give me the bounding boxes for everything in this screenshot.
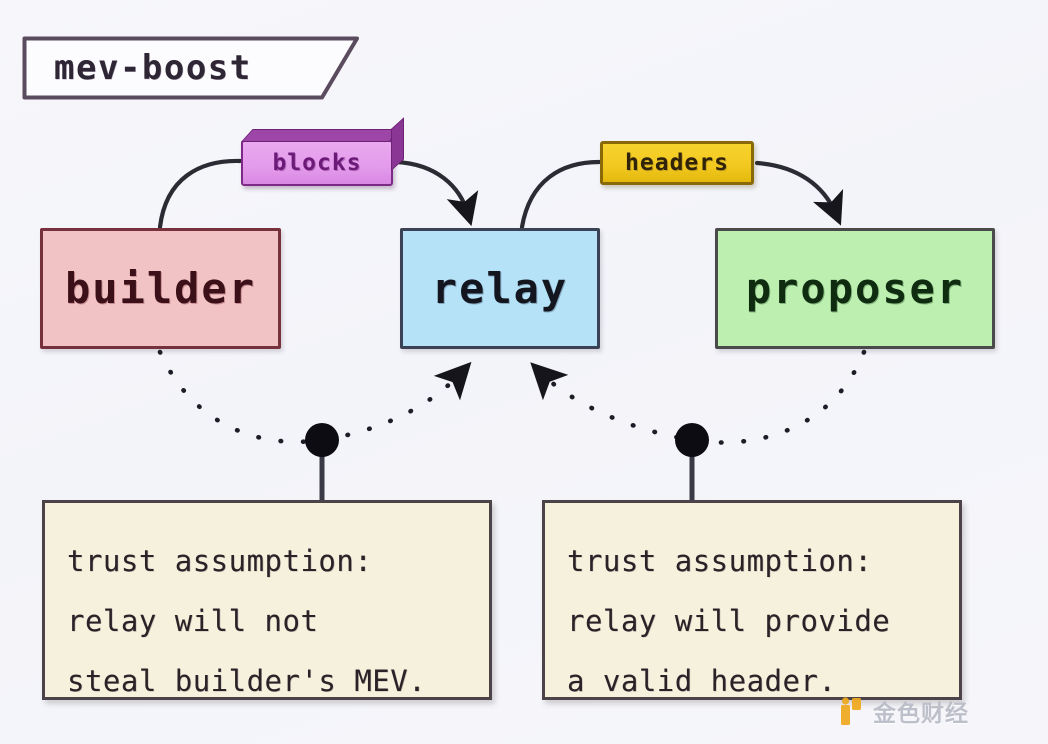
note-line: trust assumption: [67,544,373,578]
edge-relay-to-headers [519,159,602,230]
edge-blocks-to-relay [393,159,479,227]
node-proposer-label: proposer [745,264,965,313]
node-proposer[interactable]: proposer [715,228,995,349]
diagram-title-banner: mev-boost [22,36,360,100]
node-relay-label: relay [431,264,569,313]
blocks-chip-top-face [241,129,401,142]
node-builder-label: builder [64,264,256,313]
note-line: steal builder's MEV. [67,664,427,698]
edge-label-headers[interactable]: headers [600,141,754,185]
trust-line-proposer-relay [530,349,867,445]
note-line: relay will provide [567,604,891,638]
node-relay[interactable]: relay [400,228,600,349]
watermark: 金色财经 [840,694,969,728]
gold-coin-bar-icon [840,696,866,726]
edge-label-blocks[interactable]: blocks [241,117,404,186]
trust-assumption-note-proposer: trust assumption: relay will provide a v… [542,500,962,700]
edge-headers-to-proposer [754,160,844,226]
edge-builder-to-blocks [157,158,243,230]
note-line: trust assumption: [567,544,873,578]
trust-line-builder-relay [157,349,472,445]
edge-label-blocks-text: blocks [272,150,362,176]
banner-outline-shape [22,36,359,100]
junction-dot-right [675,423,709,457]
node-builder[interactable]: builder [40,228,281,349]
junction-dot-left [305,423,339,457]
watermark-text: 金色财经 [873,701,969,727]
diagram-title: mev-boost [54,48,252,88]
note-line: relay will not [67,604,319,638]
note-line: a valid header. [567,664,837,698]
edge-label-headers-text: headers [625,150,729,176]
trust-assumption-note-builder: trust assumption: relay will not steal b… [42,500,492,700]
